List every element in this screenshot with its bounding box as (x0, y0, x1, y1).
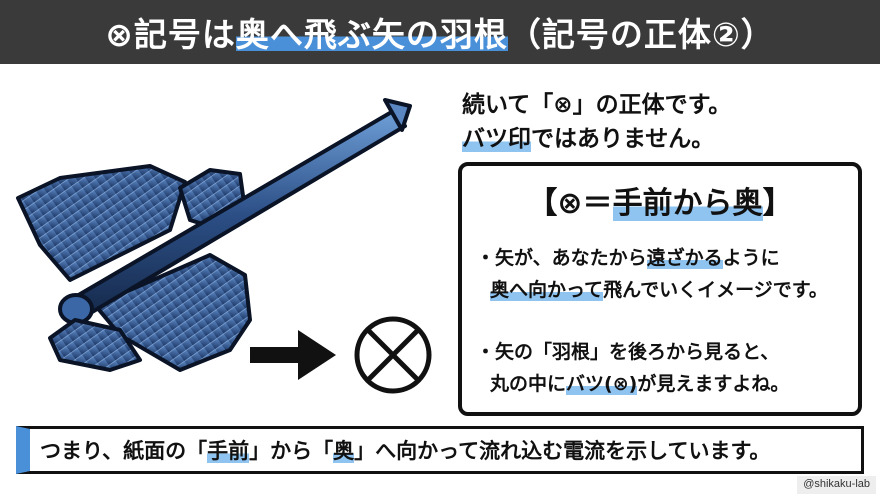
bullet-2-line-1: ・矢の「羽根」を後ろから見ると、 (476, 341, 780, 363)
bullet-2-text-b: が見えますよね。 (637, 373, 790, 395)
bullet-2-text-a: 丸の中に (490, 373, 567, 395)
bullet-2: ・矢の「羽根」を後ろから見ると、 丸の中にバツ(⊗)が見えますよね。 (476, 336, 856, 400)
arrow-illustration (16, 98, 412, 372)
intro-text: 続いて「⊗」の正体です。 バツ印ではありません。 (462, 88, 872, 156)
summary-text: つまり、紙面の「手前」から「奥」へ向かって流れ込む電流を示しています。 (40, 435, 770, 465)
page-title: ⊗記号は奥へ飛ぶ矢の羽根（記号の正体②） (105, 8, 775, 56)
summary-bar: つまり、紙面の「手前」から「奥」へ向かって流れ込む電流を示しています。 (16, 426, 864, 474)
bullet-2-line-2: 丸の中にバツ(⊗)が見えますよね。 (476, 368, 856, 400)
bullet-1-highlight-a: 遠ざかる (646, 247, 723, 269)
title-prefix: ⊗記号は (105, 15, 236, 54)
bullet-1-text-c: 飛んでいくイメージです。 (603, 279, 828, 301)
bullet-1-text-a: ・矢が、あなたから (476, 247, 647, 269)
heading-highlight: 手前から奥 (612, 186, 763, 221)
title-highlight: 奥へ飛ぶ矢の羽根 (235, 15, 508, 54)
title-bar: ⊗記号は奥へ飛ぶ矢の羽根（記号の正体②） (0, 0, 880, 64)
watermark: @shikaku-lab (797, 476, 876, 494)
title-suffix: （記号の正体②） (507, 15, 775, 54)
summary-c: 」へ向かって流れ込む電流を示しています。 (354, 439, 771, 463)
heading-open: 【⊗＝ (527, 186, 613, 221)
intro-highlight: バツ印 (462, 126, 531, 152)
bullet-1-line-1: ・矢が、あなたから遠ざかるように (476, 242, 856, 274)
box-heading: 【⊗＝手前から奥】 (462, 178, 858, 222)
intro-line-1: 続いて「⊗」の正体です。 (462, 92, 732, 118)
info-box: 【⊗＝手前から奥】 ・矢が、あなたから遠ざかるように 奥へ向かって飛んでいくイメ… (458, 162, 862, 416)
summary-b: 」から「 (249, 439, 334, 463)
heading-close: 】 (762, 186, 793, 221)
bullet-2-highlight: バツ(⊗) (566, 373, 638, 395)
intro-rest: ではありません。 (531, 126, 715, 152)
circle-cross-icon (354, 316, 432, 394)
bullet-1-line-2: 奥へ向かって飛んでいくイメージです。 (476, 274, 856, 306)
intro-line-2: バツ印ではありません。 (462, 122, 872, 156)
bullet-1-highlight-b: 奥へ向かって (490, 279, 604, 301)
summary-highlight-1: 手前 (207, 439, 250, 463)
bullet-1: ・矢が、あなたから遠ざかるように 奥へ向かって飛んでいくイメージです。 (476, 242, 856, 306)
summary-a: つまり、紙面の「 (40, 439, 208, 463)
summary-highlight-2: 奥 (333, 439, 355, 463)
bullet-1-text-b: ように (722, 247, 780, 269)
right-arrow-icon (250, 330, 336, 380)
